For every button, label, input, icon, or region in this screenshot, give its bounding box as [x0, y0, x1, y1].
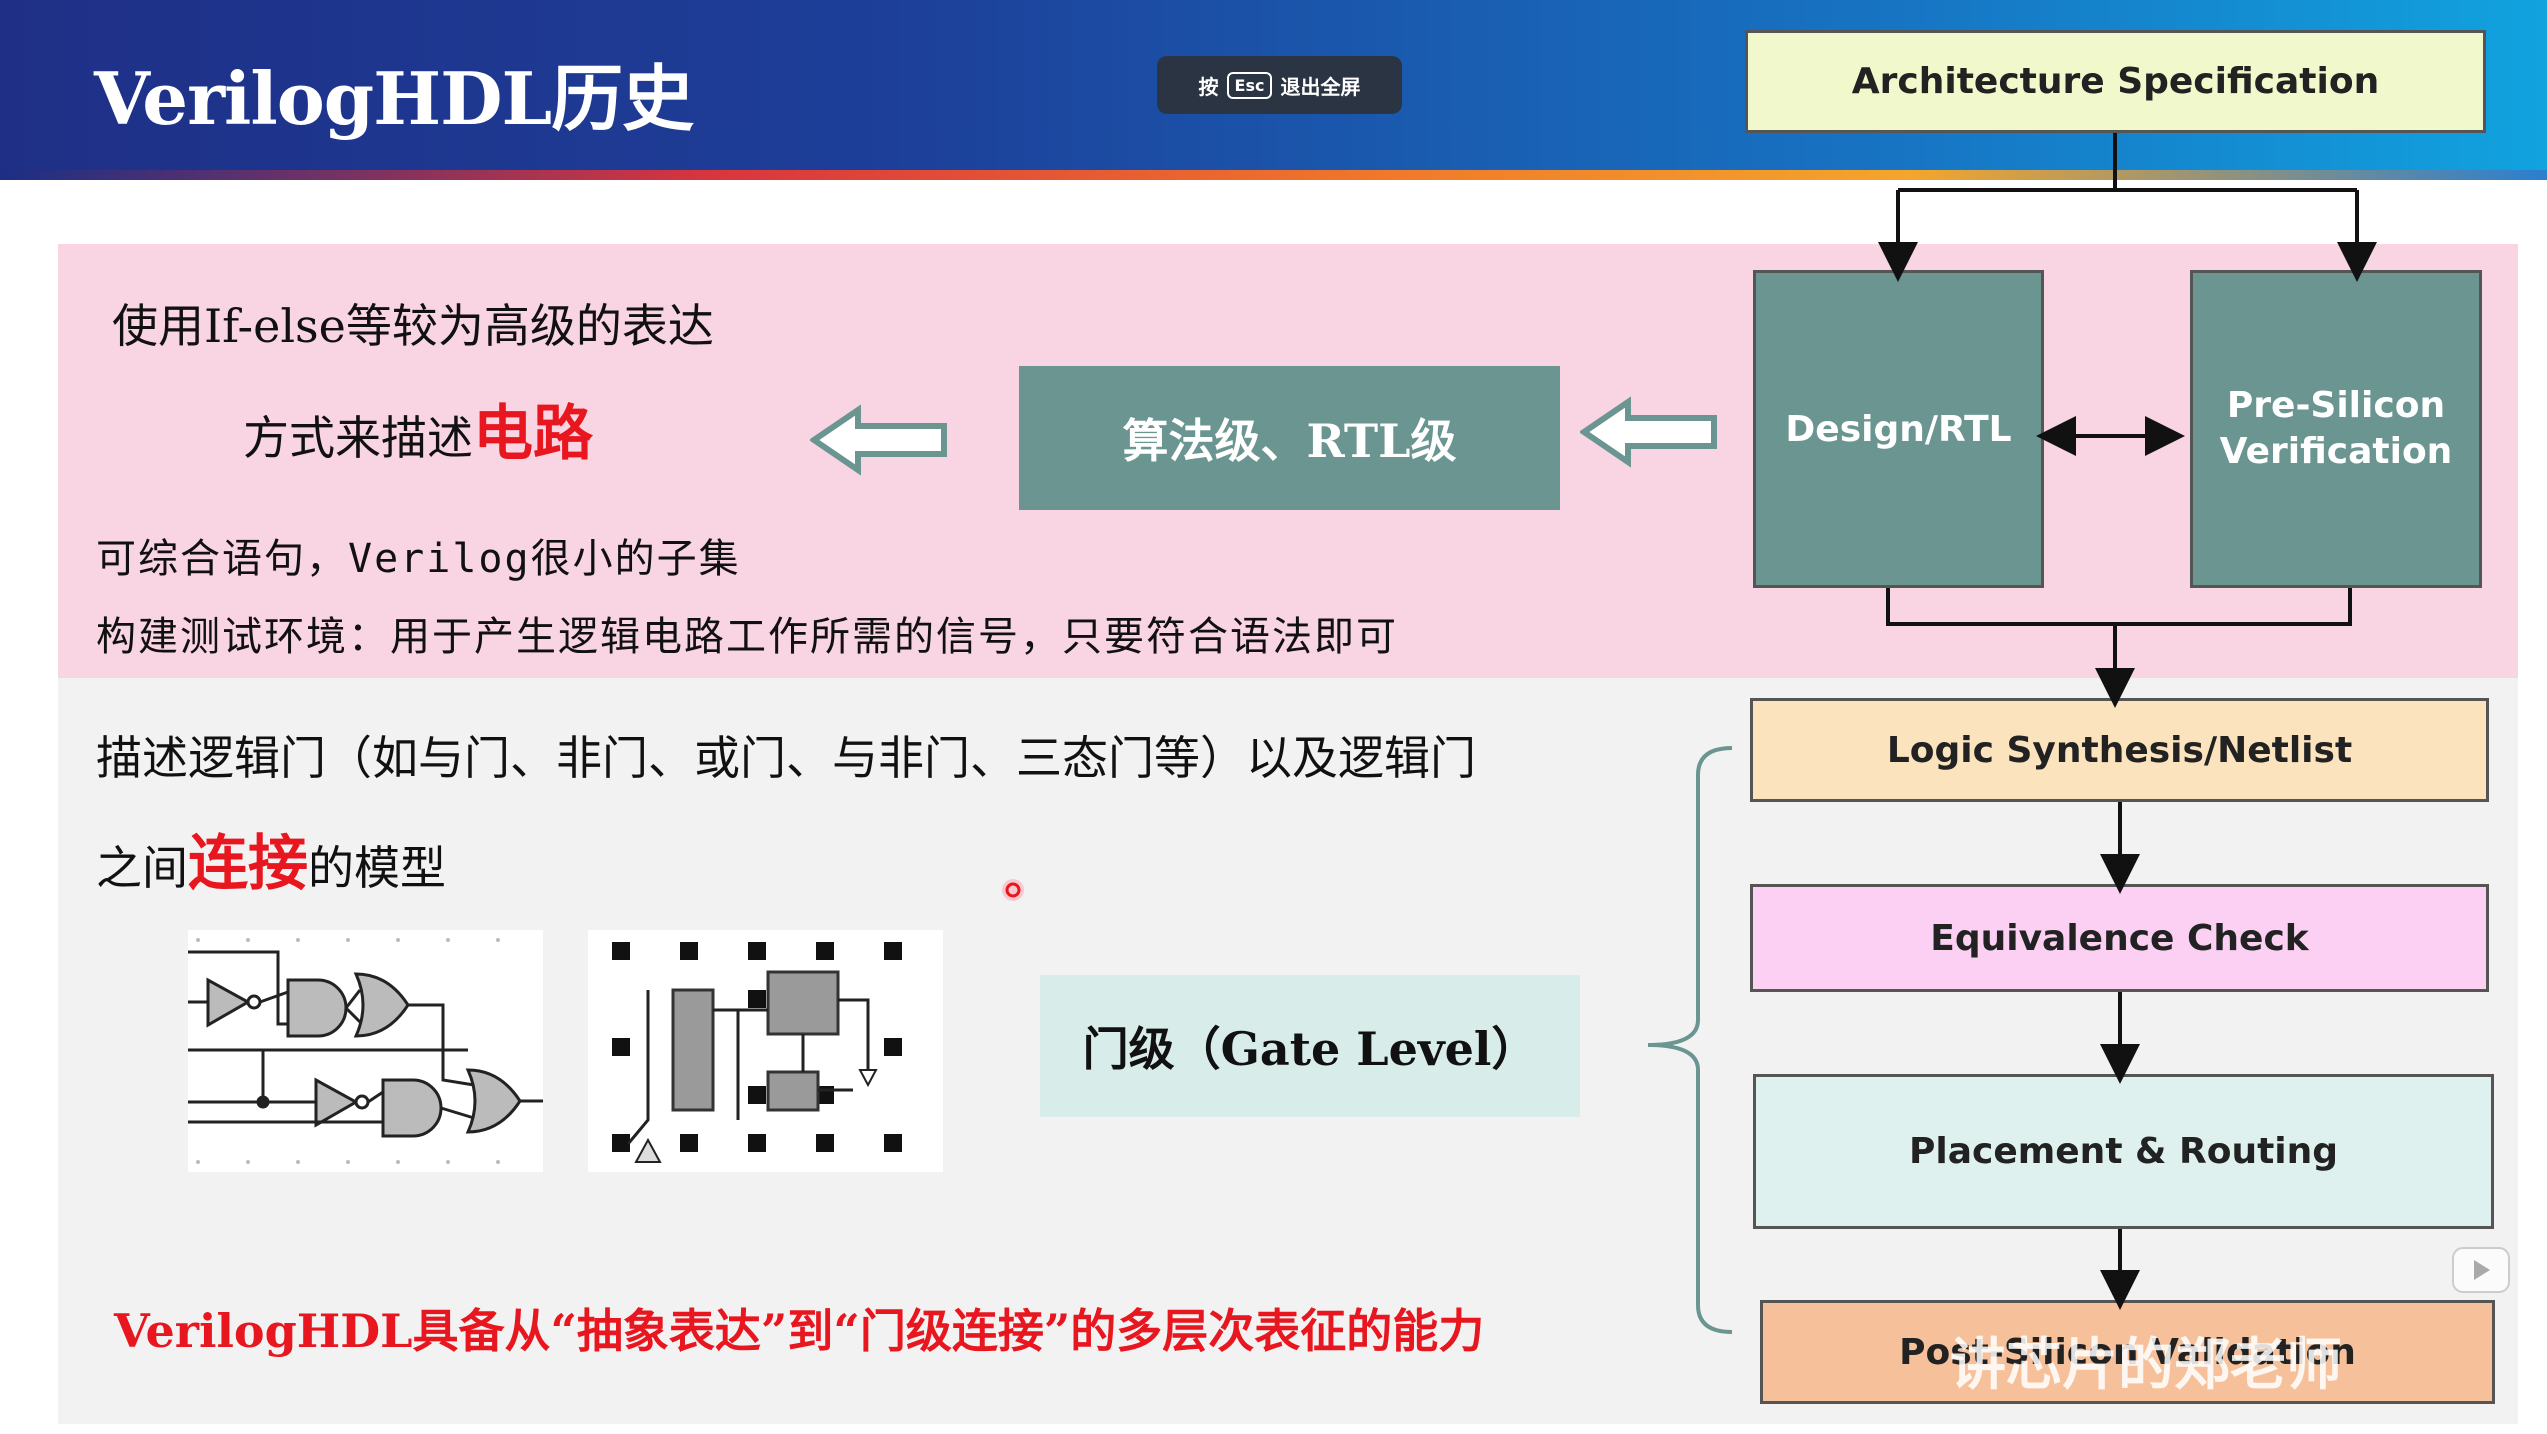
esc-key-icon: Esc	[1226, 71, 1273, 99]
gate-level-label: 门级（Gate Level）	[1040, 975, 1580, 1117]
testbench-note: 构建测试环境：用于产生逻辑电路工作所需的信号，只要符合语法即可	[96, 614, 1398, 660]
rtl-level-label: 算法级、RTL级	[1019, 366, 1560, 510]
rtl-desc-highlight: 电路	[473, 399, 593, 469]
synthesizable-note: 可综合语句，Verilog很小的子集	[96, 536, 741, 582]
esc-hint-prefix: 按	[1198, 74, 1219, 99]
architecture-spec-box: Architecture Specification	[1745, 30, 2486, 133]
slide-title: VerilogHDL历史	[94, 56, 694, 141]
logic-synthesis-box: Logic Synthesis/Netlist	[1750, 698, 2489, 802]
placement-routing-box: Placement & Routing	[1753, 1074, 2494, 1229]
video-watermark: 讲芯片的郑老师	[1950, 1332, 2342, 1398]
gate-desc-line2-post: 的模型	[308, 841, 446, 895]
gate-layout-schematic	[588, 930, 943, 1172]
laser-pointer-icon	[1002, 879, 1024, 901]
design-rtl-box: Design/RTL	[1753, 270, 2044, 588]
pre-silicon-verification-box: Pre-Silicon Verification	[2190, 270, 2482, 588]
gate-desc-line2-pre: 之间	[96, 841, 188, 895]
video-play-icon[interactable]	[2450, 1240, 2512, 1296]
rtl-desc-line2-text: 方式来描述	[243, 411, 473, 465]
rtl-desc-line2: 方式来描述电路	[243, 385, 593, 472]
title-bar-stripe	[0, 170, 2547, 180]
gate-desc-highlight: 连接	[188, 829, 308, 899]
left-arrow-icon	[810, 404, 947, 476]
left-arrow-icon-2	[1580, 396, 1717, 468]
logic-gate-schematic	[188, 930, 543, 1172]
exit-fullscreen-hint[interactable]: 按 Esc 退出全屏	[1157, 56, 1402, 114]
gate-desc-line2: 之间连接的模型	[96, 815, 446, 902]
gate-desc-line1: 描述逻辑门（如与门、非门、或门、与非门、三态门等）以及逻辑门	[96, 731, 1476, 785]
rtl-desc-line1: 使用If-else等较为高级的表达	[112, 299, 714, 353]
summary-statement: VerilogHDL具备从“抽象表达”到“门级连接”的多层次表征的能力	[114, 1304, 1485, 1358]
esc-hint-suffix: 退出全屏	[1280, 74, 1361, 99]
